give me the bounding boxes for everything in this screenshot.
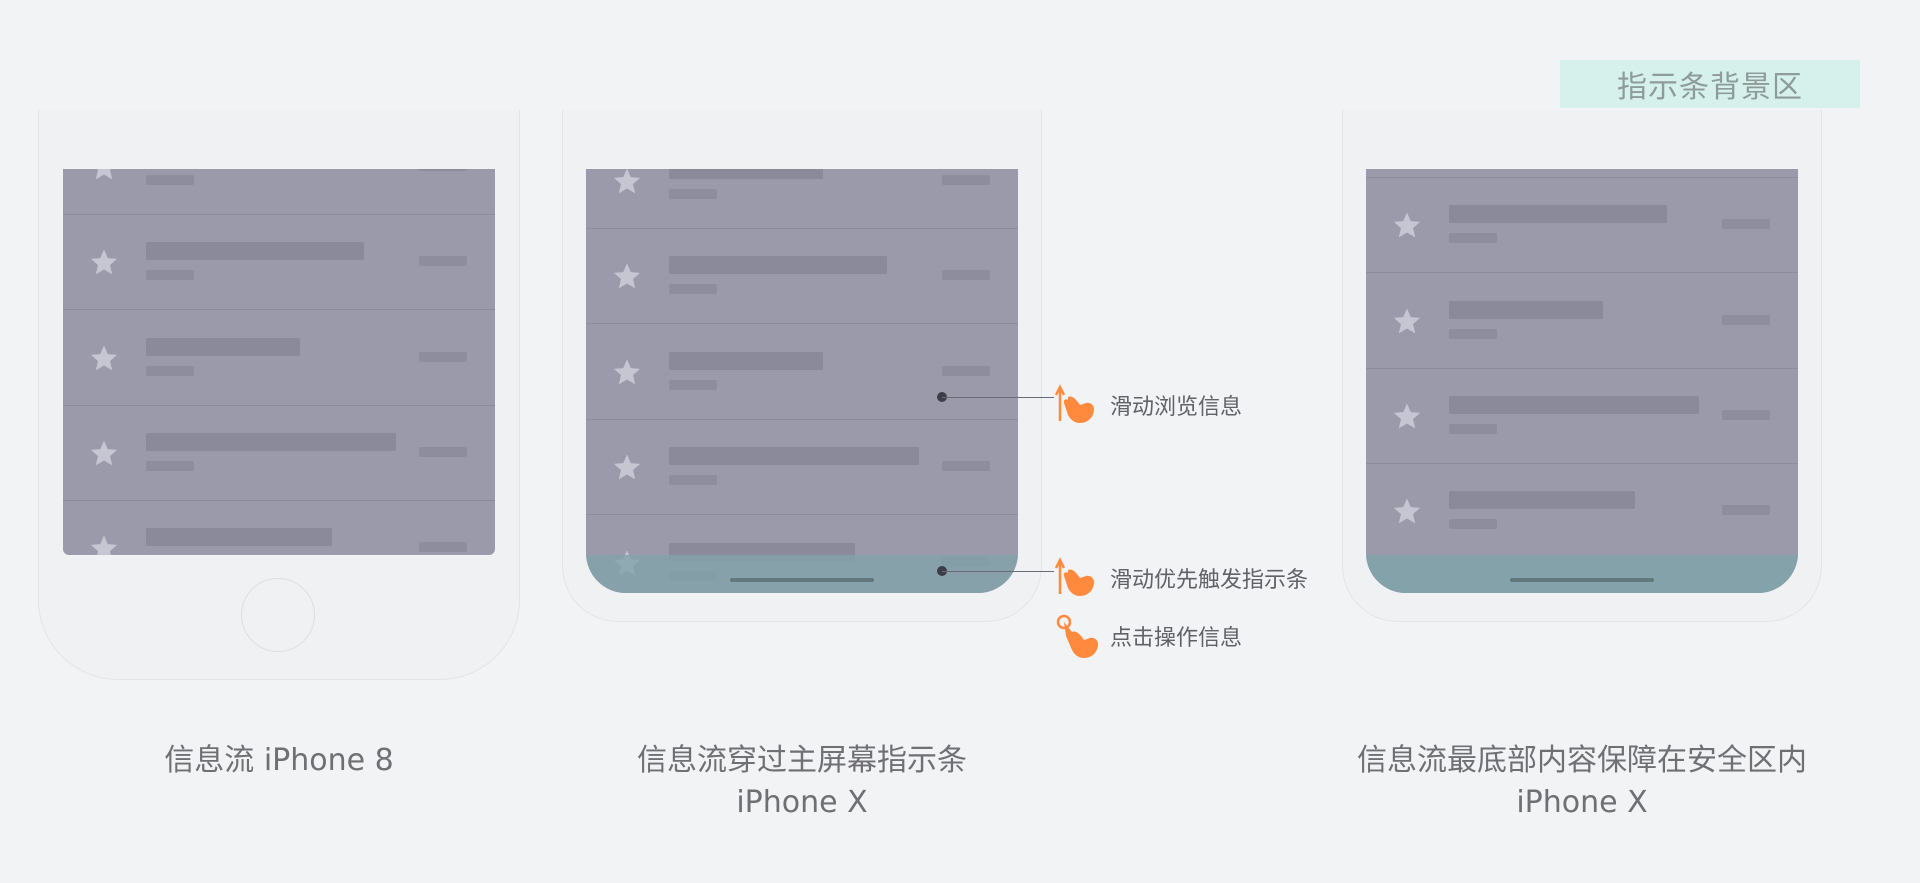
list-item[interactable] [63, 405, 495, 501]
star-icon [90, 249, 118, 275]
star-icon [613, 359, 641, 385]
annotation-connector [942, 571, 1054, 572]
star-icon [1393, 498, 1421, 524]
star-icon [613, 169, 641, 194]
star-icon [1393, 308, 1421, 334]
list-item[interactable] [1366, 463, 1798, 559]
swipe-up-hand-icon [1054, 384, 1094, 423]
star-icon [613, 263, 641, 289]
gesture-label: 点击操作信息 [1110, 626, 1243, 651]
iphonex-screen [1366, 169, 1798, 593]
caption-iphonex-through: 信息流穿过主屏幕指示条 iPhone X [637, 743, 967, 820]
iphone8-screen [63, 169, 495, 555]
list-item[interactable] [1366, 177, 1798, 273]
annotation-connector [942, 397, 1054, 398]
list-item[interactable] [63, 214, 495, 310]
caption-iphone8: 信息流 iPhone 8 [164, 743, 394, 778]
list-item[interactable] [1366, 368, 1798, 464]
home-indicator-area [1366, 555, 1798, 593]
swipe-up-hand-icon [1054, 557, 1094, 596]
iphonex-screen [586, 169, 1018, 593]
list-item[interactable] [586, 419, 1018, 515]
gesture-label: 滑动优先触发指示条 [1110, 568, 1309, 593]
list-item[interactable] [586, 228, 1018, 324]
gesture-swipe-indicator: 滑动优先触发指示条 [1054, 556, 1308, 600]
home-indicator[interactable] [730, 578, 874, 582]
indicator-background-legend: 指示条背景区 [1560, 60, 1860, 108]
list-item[interactable] [1366, 169, 1798, 178]
iphone8-mockup [38, 110, 520, 680]
iphonex-mockup-safe [1342, 110, 1822, 622]
star-icon [1393, 212, 1421, 238]
star-icon [1393, 403, 1421, 429]
list-item[interactable] [63, 500, 495, 555]
home-indicator-area [586, 555, 1018, 593]
star-icon [95, 169, 113, 180]
list-item[interactable] [586, 169, 1018, 229]
list-item[interactable] [63, 310, 495, 406]
gesture-tap: 点击操作信息 [1054, 614, 1242, 658]
star-icon [90, 535, 118, 555]
list-item[interactable] [586, 324, 1018, 420]
list-item[interactable] [63, 169, 495, 215]
caption-iphonex-safe: 信息流最底部内容保障在安全区内 iPhone X [1357, 743, 1807, 820]
home-indicator[interactable] [1510, 578, 1654, 582]
star-icon [90, 440, 118, 466]
gesture-swipe-browse: 滑动浏览信息 [1054, 383, 1242, 427]
gesture-label: 滑动浏览信息 [1110, 395, 1243, 420]
home-button[interactable] [241, 578, 315, 652]
iphonex-mockup-through [562, 110, 1042, 622]
list-item[interactable] [1366, 273, 1798, 369]
star-icon [90, 345, 118, 371]
tap-hand-icon [1056, 614, 1098, 658]
star-icon [613, 454, 641, 480]
